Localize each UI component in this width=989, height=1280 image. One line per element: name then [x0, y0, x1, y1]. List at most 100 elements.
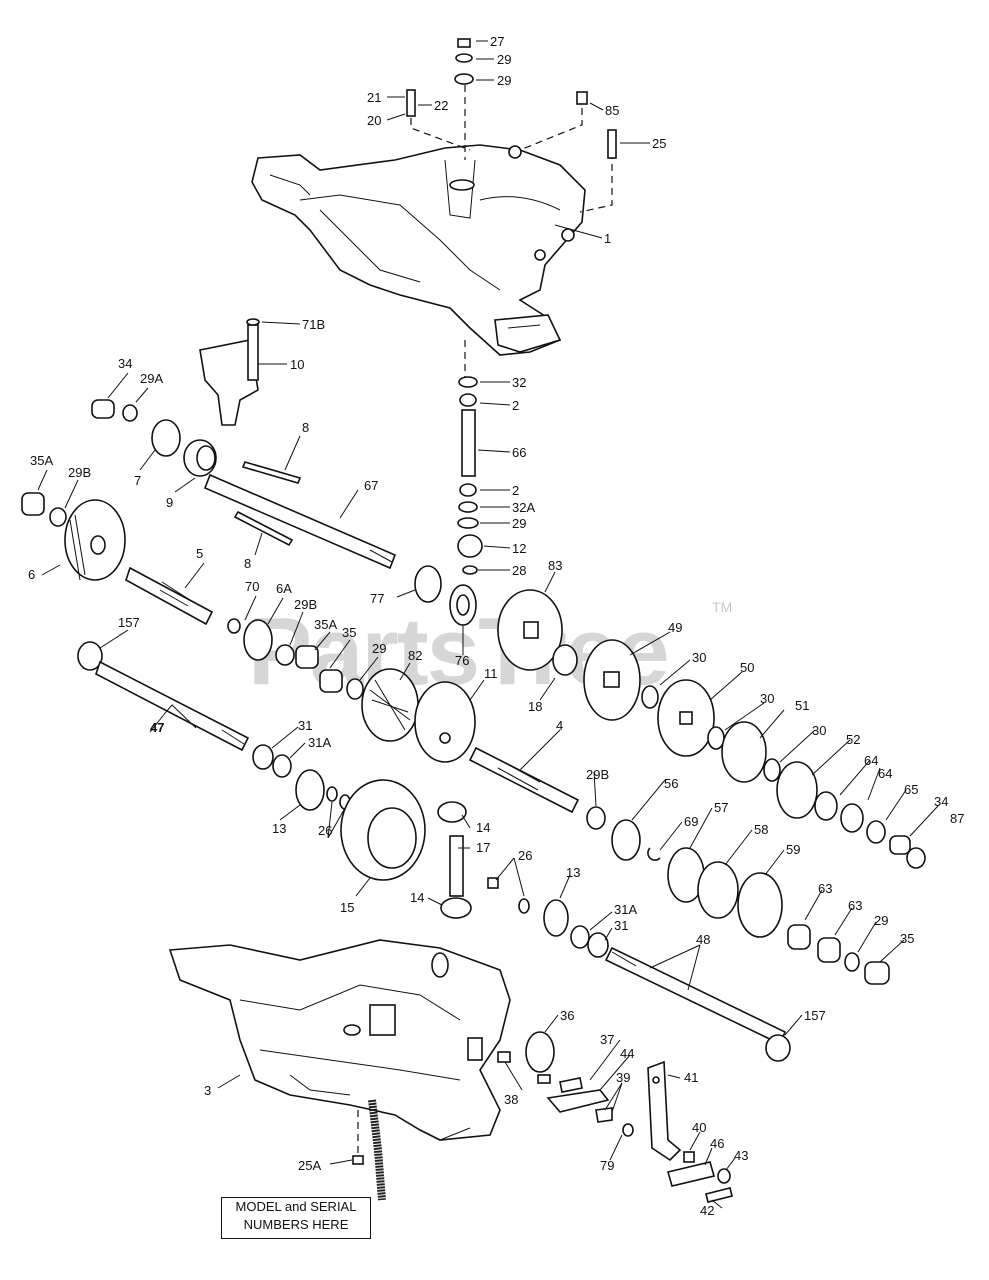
washer-29b — [275, 644, 295, 666]
bushing-63 — [787, 924, 811, 950]
bearing-2 — [459, 393, 477, 407]
gear-56 — [611, 819, 641, 861]
lever-41 — [647, 1060, 682, 1162]
callout-36: 36 — [560, 1008, 574, 1023]
callout-27: 27 — [490, 34, 504, 49]
callout-52: 52 — [846, 732, 860, 747]
bevel-gear-13 — [295, 769, 325, 811]
lower-housing — [168, 939, 511, 1141]
washer-29 — [844, 952, 860, 972]
bevel-gear-13 — [543, 899, 569, 937]
washer-31 — [587, 932, 609, 958]
bushing-35 — [864, 961, 890, 985]
callout-35: 35 — [900, 931, 914, 946]
collar-18 — [552, 644, 578, 676]
leader-dashed — [410, 118, 471, 151]
callout-26: 26 — [518, 848, 532, 863]
part-21-20 — [406, 89, 416, 117]
shaft-5 — [125, 566, 214, 626]
bushing-63 — [817, 937, 841, 963]
callout-6a: 6A — [276, 581, 292, 596]
callout-9: 9 — [166, 495, 173, 510]
washer-31a — [570, 925, 590, 949]
callout-29: 29 — [497, 73, 511, 88]
watermark-tm: TM — [712, 599, 732, 615]
callout-29b: 29B — [586, 767, 609, 782]
plate-37 — [559, 1077, 583, 1093]
washer-29 — [346, 678, 364, 700]
callout-65: 65 — [904, 782, 918, 797]
washer-30 — [707, 726, 725, 750]
callout-63: 63 — [818, 881, 832, 896]
seal-157 — [77, 641, 103, 671]
callout-47: 47 — [150, 720, 164, 735]
washer-29a — [122, 404, 138, 422]
gear-11 — [414, 681, 476, 763]
callout-50: 50 — [740, 660, 754, 675]
callout-82: 82 — [408, 648, 422, 663]
leader-dashed — [579, 152, 613, 213]
callout-35: 35 — [342, 625, 356, 640]
washer-30 — [641, 685, 659, 709]
callout-58: 58 — [754, 822, 768, 837]
callout-49: 49 — [668, 620, 682, 635]
callout-29: 29 — [512, 516, 526, 531]
axle-47 — [95, 660, 250, 752]
shaft-66 — [461, 409, 476, 477]
callout-76: 76 — [455, 653, 469, 668]
gear-51 — [721, 721, 767, 783]
callout-1: 1 — [604, 231, 611, 246]
pad-38 — [537, 1074, 551, 1084]
callout-15: 15 — [340, 900, 354, 915]
bushing-34 — [889, 835, 911, 855]
clip-71b — [246, 318, 260, 326]
callout-37: 37 — [600, 1032, 614, 1047]
callout-13: 13 — [566, 865, 580, 880]
part-64 — [814, 791, 838, 821]
callout-51: 51 — [795, 698, 809, 713]
leader-dashed — [519, 108, 583, 151]
callout-30: 30 — [760, 691, 774, 706]
shaft-4 — [468, 746, 580, 814]
upper-housing — [251, 144, 586, 356]
bushing-35a — [21, 492, 45, 516]
callout-22: 22 — [434, 98, 448, 113]
bevel-gear-12 — [457, 534, 483, 558]
callout-57: 57 — [714, 800, 728, 815]
clip-69 — [647, 847, 661, 861]
callout-157: 157 — [804, 1008, 826, 1023]
washer-77 — [414, 565, 442, 603]
callout-31a: 31A — [614, 902, 637, 917]
callout-83: 83 — [548, 558, 562, 573]
callout-32: 32 — [512, 375, 526, 390]
nut-43 — [717, 1168, 731, 1184]
callout-25a: 25A — [298, 1158, 321, 1173]
callout-7: 7 — [134, 473, 141, 488]
bolt-25 — [607, 129, 617, 159]
callout-70: 70 — [245, 579, 259, 594]
washer-29b — [49, 507, 67, 527]
spacer-70 — [227, 618, 241, 634]
callout-21: 21 — [367, 90, 381, 105]
callout-12: 12 — [512, 541, 526, 556]
bevel-gear-14 — [440, 897, 472, 919]
bolt-25a — [352, 1155, 364, 1165]
callout-77: 77 — [370, 591, 384, 606]
gear-7 — [151, 419, 181, 457]
callout-30: 30 — [692, 650, 706, 665]
callout-63: 63 — [848, 898, 862, 913]
callout-29: 29 — [497, 52, 511, 67]
washer-29 — [455, 53, 473, 63]
washer-29 — [454, 73, 474, 85]
pad-38 — [497, 1051, 511, 1063]
seal-87 — [906, 847, 926, 869]
callout-34: 34 — [934, 794, 948, 809]
callout-34: 34 — [118, 356, 132, 371]
callout-48: 48 — [696, 932, 710, 947]
bracket-44 — [546, 1089, 610, 1113]
callout-30: 30 — [812, 723, 826, 738]
callout-66: 66 — [512, 445, 526, 460]
washer-30 — [763, 758, 781, 782]
callout-31a: 31A — [308, 735, 331, 750]
callout-69: 69 — [684, 814, 698, 829]
